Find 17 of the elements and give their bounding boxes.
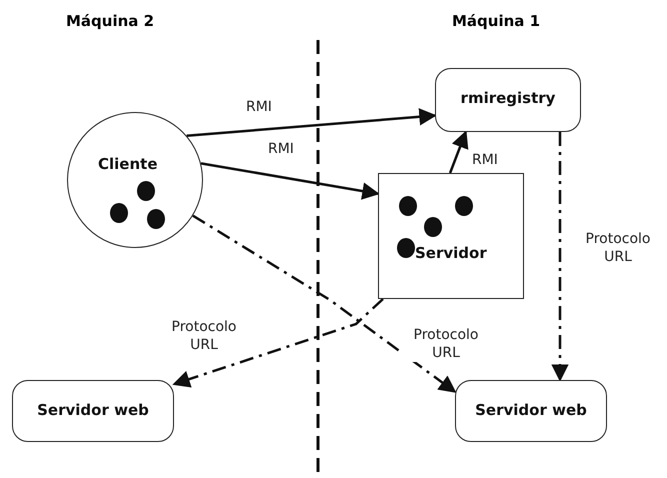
process-box: [455, 380, 607, 442]
dash-dot-arrow: [172, 298, 384, 388]
dash-dot-arrow: [192, 214, 456, 393]
machine-heading: Máquina 1: [452, 12, 540, 30]
process-box: [435, 68, 581, 132]
machine-heading: Máquina 2: [66, 12, 154, 30]
arrow: [448, 130, 468, 174]
process-box: [378, 173, 524, 299]
process-box: [12, 380, 174, 442]
node-label: Cliente: [98, 155, 158, 173]
node-label: Servidor web: [36, 401, 150, 419]
dash-dot-arrow: [551, 132, 569, 382]
node-label: rmiregistry: [460, 89, 556, 107]
arrow: [186, 108, 437, 138]
arrow: [200, 162, 380, 200]
node-label: Servidor: [415, 244, 487, 262]
node-label: Servidor web: [474, 401, 588, 419]
